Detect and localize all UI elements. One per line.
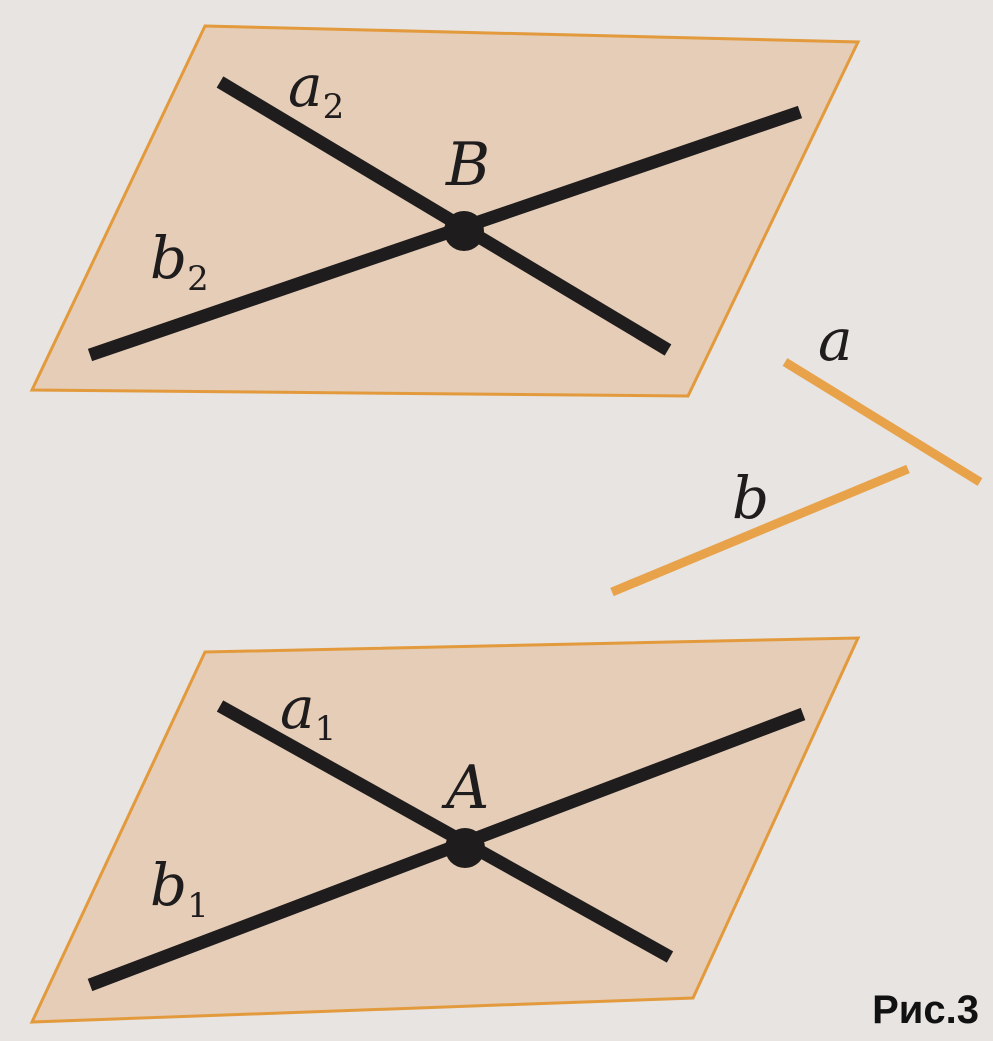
label-b2: b2	[150, 224, 209, 299]
lower-plane-group: a1 b1 A	[29, 636, 861, 1024]
label-a2-base: a	[288, 52, 323, 120]
label-a1: a1	[280, 674, 336, 749]
label-b1: b1	[150, 851, 209, 926]
label-b1-base: b	[150, 851, 187, 919]
line-a	[782, 358, 983, 486]
figure-caption: Рис.3	[872, 988, 979, 1032]
upper-plane-group: a2 b2 B	[29, 24, 861, 398]
label-point-a: A	[441, 753, 489, 823]
line-a1	[216, 700, 674, 963]
line-a2	[216, 76, 672, 356]
point-b	[444, 211, 484, 251]
label-b2-sub: 2	[187, 259, 209, 299]
label-a2: a2	[288, 52, 344, 127]
label-a2-sub: 2	[323, 87, 345, 127]
free-lines-group: a b	[610, 306, 983, 597]
label-b1-sub: 1	[187, 886, 209, 926]
label-a1-sub: 1	[315, 709, 337, 749]
point-a	[445, 828, 485, 868]
line-b	[610, 464, 910, 597]
label-a1-base: a	[280, 674, 315, 742]
label-b2-base: b	[150, 224, 187, 292]
label-line-a: a	[818, 306, 853, 374]
label-line-b: b	[732, 464, 769, 532]
label-point-b: B	[445, 130, 490, 200]
